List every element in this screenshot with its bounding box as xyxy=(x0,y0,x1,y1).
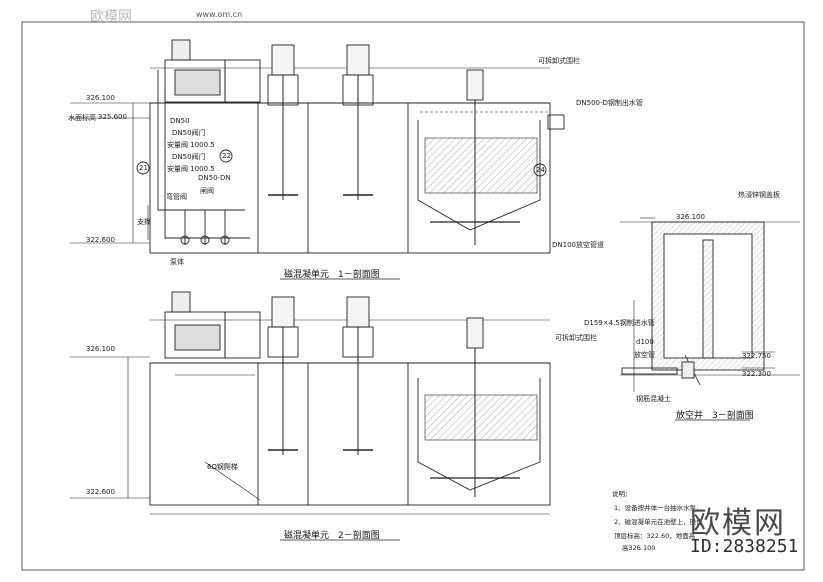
callout-21: 21 xyxy=(139,164,148,172)
section1-tank xyxy=(136,39,565,254)
callout-24: 24 xyxy=(536,166,545,174)
notes-line-3: 顶层标高：322.60，地面高 xyxy=(614,532,696,540)
dn50-label: DN50 xyxy=(170,117,190,125)
watermark-id: ID:2838251 xyxy=(690,536,799,557)
notes-line-2: 2、磁混凝单元在池壁上，操作 xyxy=(614,518,703,526)
water-level-label: 水面标高 xyxy=(68,114,96,122)
bracket-label: 支撑 xyxy=(137,218,151,226)
empty-pipe-label: 放空管 xyxy=(634,351,655,359)
notes-line-1: 1、设备按井体一台抽水水泵， xyxy=(614,504,703,512)
cover-plate-label: 热浸锌钢盖板 xyxy=(738,191,780,199)
elevation-top-2: 326.100 xyxy=(86,345,115,353)
concrete-label: 钢筋混凝土 xyxy=(636,395,671,403)
watermark-brand-logo: 欧模网 xyxy=(690,506,786,541)
section3-well xyxy=(620,217,800,392)
railing-label-1: 可拆卸式围栏 xyxy=(538,57,580,65)
sheet-border xyxy=(21,21,805,571)
section2-title: 磁混凝单元 2－剖面图 xyxy=(284,531,380,541)
bend-pipe-label: 弯管阀 xyxy=(166,193,187,201)
section3-title: 放空井 3－剖面图 xyxy=(676,411,754,421)
notes-heading: 说明： xyxy=(612,490,632,498)
elevation-top-1: 326.100 xyxy=(86,94,115,102)
elevation-bottom-1: 322.600 xyxy=(86,236,115,244)
watermark-site-top: www.om.cn xyxy=(196,10,243,19)
watermark-brand-top: 欧模网 xyxy=(90,9,132,25)
inlet-pipe-label: D159×4.5钢制进水管 xyxy=(584,319,655,327)
dn-valve-label-1: DN50阀门 xyxy=(172,129,206,137)
elevation-well-top: 326.100 xyxy=(676,213,705,221)
notes-line-4: 高326.100 xyxy=(622,544,656,552)
flow-meter-label-2: 安量阀 1000.5 xyxy=(167,165,215,173)
dn50-dn-label: DN50-DN xyxy=(198,174,231,182)
valve-label: 闸阀 xyxy=(200,187,214,195)
d100-label: d100 xyxy=(636,338,654,346)
callout-22: 22 xyxy=(222,152,231,160)
outlet-pipe-label: DN500-D钢制出水管 xyxy=(576,99,643,107)
pump-label: 泵体 xyxy=(170,258,184,266)
section2-tank xyxy=(149,291,551,506)
bottom-pipe-label: DN100放空管道 xyxy=(552,241,604,249)
section2-elevation-lines xyxy=(70,356,550,515)
section1-elevation-lines xyxy=(70,102,150,244)
steel-ladder-label: 6Ω钢爬梯 xyxy=(207,463,238,471)
flow-meter-label-1: 安量阀 1000.5 xyxy=(167,141,215,149)
elevation-well-mid1: 322.750 xyxy=(742,352,771,360)
elevation-bottom-2: 322.600 xyxy=(86,488,115,496)
railing-label-2: 可拆卸式围栏 xyxy=(555,334,597,342)
elevation-water-1: 325.600 xyxy=(98,113,127,121)
section1-title: 磁混凝单元 1－剖面图 xyxy=(284,270,380,280)
elevation-well-mid2: 322.300 xyxy=(742,370,771,378)
dn-valve-label-2: DN50阀门 xyxy=(172,153,206,161)
